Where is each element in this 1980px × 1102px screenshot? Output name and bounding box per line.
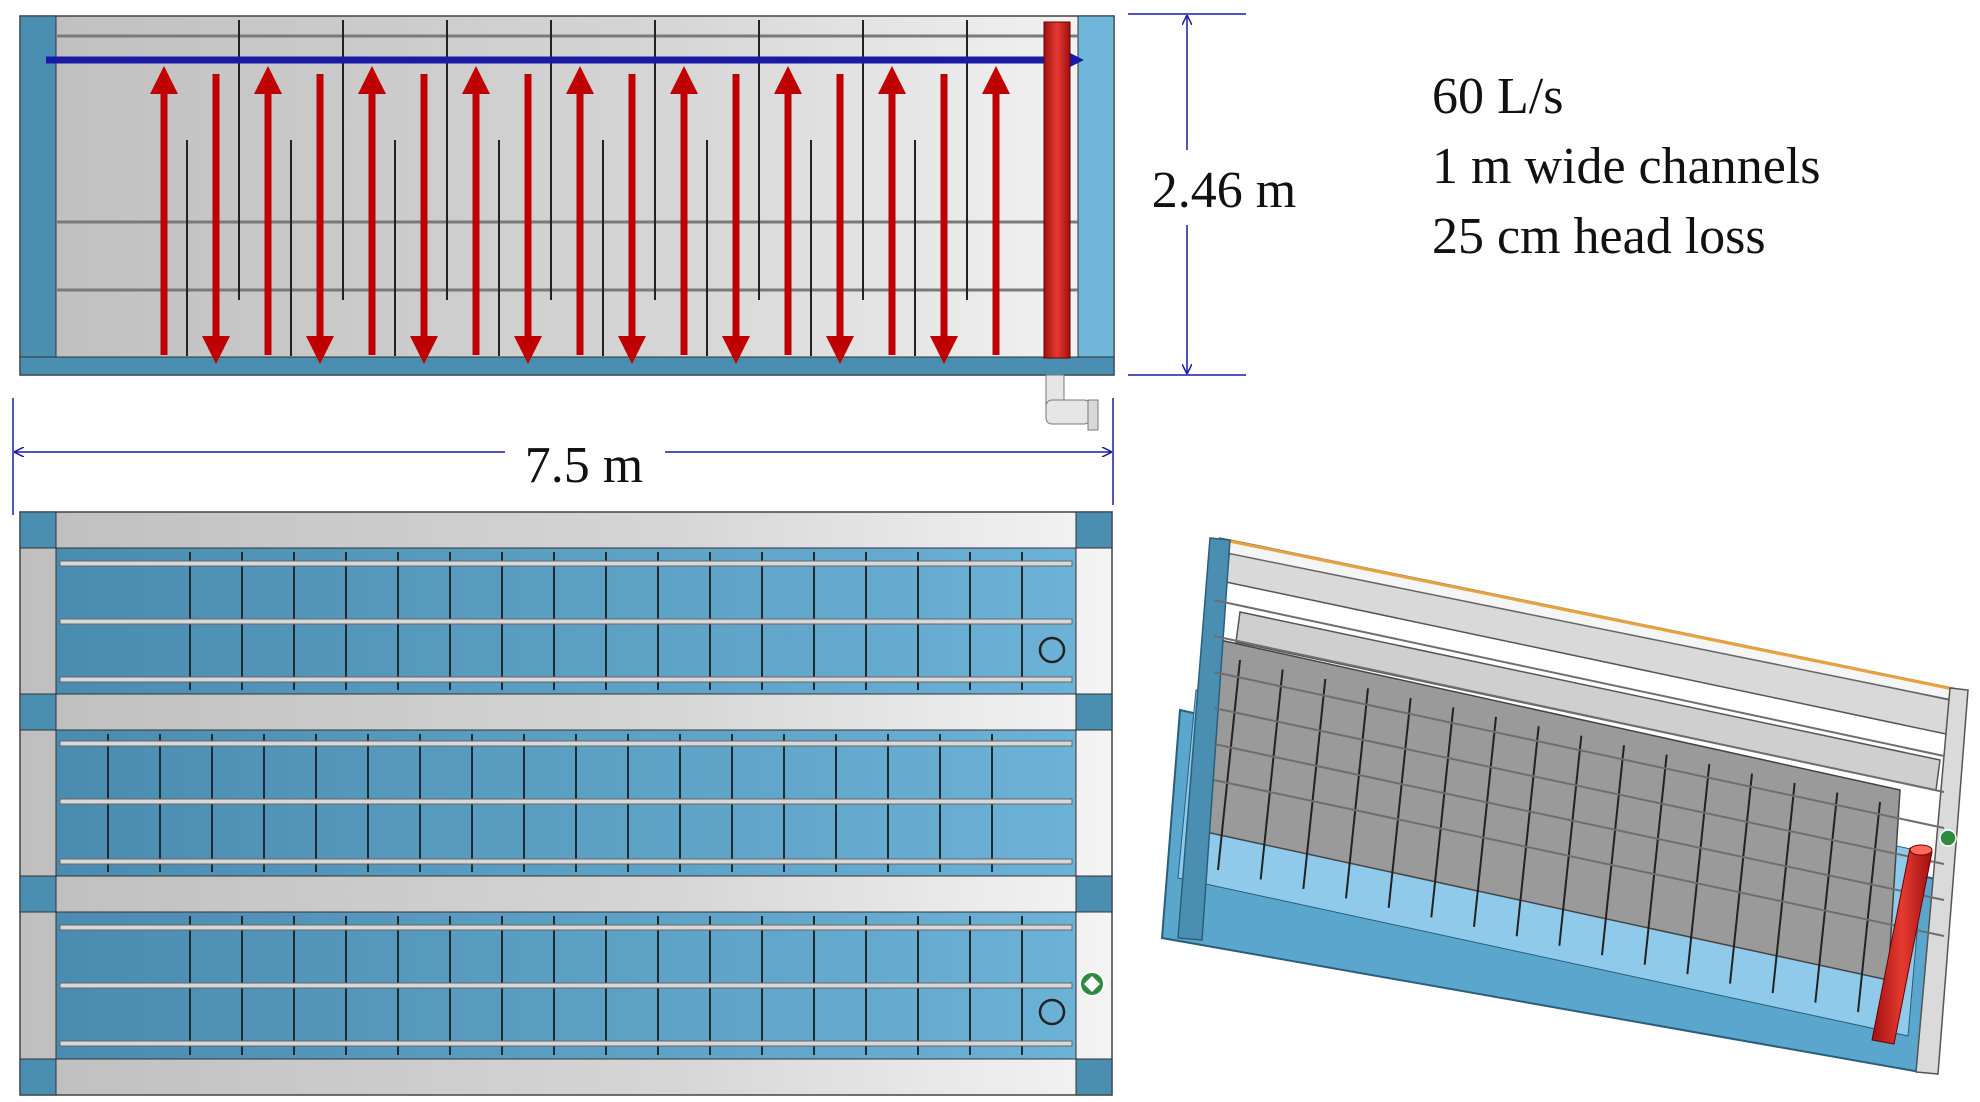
iso-rail: [1213, 743, 1945, 901]
plan-view: [19, 511, 1113, 1096]
drain-port-1: [1038, 636, 1066, 664]
iso-baffle: [1643, 754, 1668, 965]
drain-port-2: [1038, 998, 1066, 1026]
plan-rail: [59, 676, 1073, 683]
top-view-baffles: [186, 20, 968, 356]
iso-baffle: [1601, 745, 1625, 956]
iso-right-wall: [1915, 687, 1969, 1075]
iso-baffle: [1515, 726, 1540, 937]
width-dimension-label: 7.5 m: [525, 437, 643, 494]
iso-baffle: [1558, 735, 1583, 946]
plan-bank-2: [55, 729, 1077, 877]
iso-baffle: [1302, 678, 1327, 890]
top-view-basin: [19, 15, 1115, 376]
iso-rail: [1213, 635, 1945, 793]
plan-rail: [59, 858, 1073, 865]
outlet-elbow: [1045, 374, 1099, 431]
plan-rail: [59, 798, 1073, 805]
plan-bank-3: [55, 911, 1077, 1060]
top-view: [19, 15, 1115, 431]
iso-baffle: [1729, 773, 1753, 984]
height-dimension: 2.46 m: [1128, 13, 1296, 376]
plan-rail: [59, 924, 1073, 931]
top-view-right-wall: [1077, 15, 1115, 376]
isometric-view: [1160, 537, 1969, 1075]
iso-top-edge: [1223, 538, 1959, 692]
top-view-rails: [56, 34, 1078, 292]
top-view-left-wall: [19, 15, 57, 376]
iso-baffle: [1387, 697, 1412, 908]
iso-rail: [1213, 599, 1945, 757]
iso-baffle: [1217, 659, 1241, 871]
plan-rail: [59, 982, 1073, 989]
design-specs: 60 L/s 1 m wide channels 25 cm head loss: [1432, 62, 1820, 272]
iso-baffle: [1857, 801, 1881, 1013]
iso-baffles: [1217, 659, 1881, 1013]
iso-baffle: [1430, 707, 1455, 918]
plan-rail: [59, 1040, 1073, 1047]
iso-baffle: [1771, 782, 1796, 994]
iso-rail: [1213, 707, 1945, 865]
iso-rails: [1213, 599, 1945, 937]
iso-baffle: [1259, 669, 1284, 880]
iso-baffle: [1473, 716, 1497, 927]
iso-baffle: [1814, 792, 1839, 1003]
iso-rail: [1213, 779, 1945, 937]
iso-orientation-marker-icon: [1939, 829, 1957, 847]
width-dimension: 7.5 m: [12, 398, 1114, 515]
height-dimension-label: 2.46 m: [1152, 162, 1296, 219]
iso-baffle: [1686, 764, 1711, 975]
plan-rail: [59, 618, 1073, 625]
outlet-pipe: [1043, 21, 1071, 359]
plan-rail: [59, 740, 1073, 747]
top-view-floor: [19, 356, 1115, 376]
plan-rail: [59, 560, 1073, 567]
iso-left-wall: [1177, 537, 1231, 941]
spec-head-loss: 25 cm head loss: [1432, 208, 1766, 265]
top-view-flow-arrows: [150, 66, 1010, 364]
plan-bank-1: [55, 547, 1077, 695]
spec-flow-rate: 60 L/s: [1432, 68, 1564, 125]
iso-rail: [1213, 671, 1945, 829]
iso-baffle: [1345, 688, 1369, 899]
iso-pipe-top: [1909, 844, 1933, 856]
orientation-marker-icon: [1079, 971, 1105, 997]
spec-channel-width: 1 m wide channels: [1432, 138, 1821, 195]
plan-view-corner-blocks: [19, 511, 1113, 1096]
